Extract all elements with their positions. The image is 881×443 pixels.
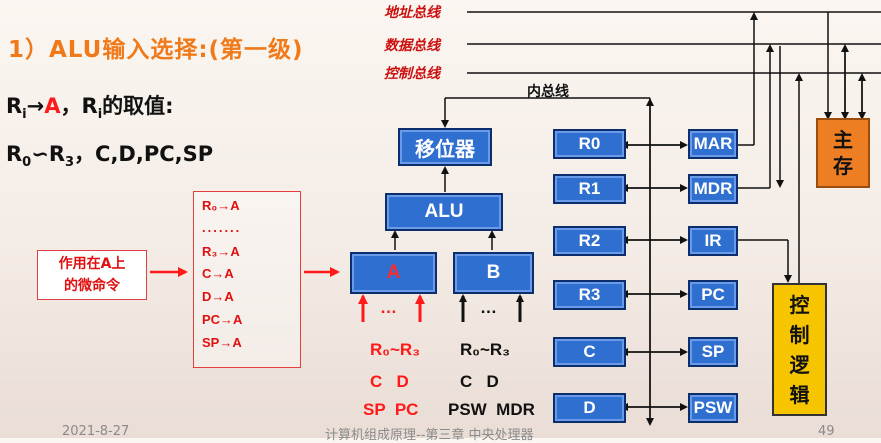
control-char-4: 辑	[789, 382, 810, 407]
slide-title: 1）ALU输入选择:(第一级)	[8, 37, 304, 63]
cmd-d-a: D→A	[202, 289, 234, 304]
ri-subscript: i	[22, 107, 27, 123]
cmd-c-a: C→A	[202, 266, 234, 281]
cmd-ellipsis: .......	[202, 220, 242, 235]
register-sp: SP	[688, 337, 738, 367]
action-line-1: 作用在A上	[58, 256, 126, 272]
ir-control-links	[738, 73, 803, 283]
register-ir: IR	[688, 226, 738, 256]
data-bus-label: 数据总线	[384, 38, 440, 54]
a-source-row3: SP PC	[363, 400, 419, 419]
b-input-arrows	[459, 294, 524, 322]
target-a: A	[44, 94, 61, 118]
cmd-pc-a: PC→A	[202, 312, 243, 327]
b-source-row3: PSW MDR	[448, 400, 535, 419]
arrow-glyph: →	[26, 94, 45, 118]
b-register: B	[453, 252, 534, 294]
register-r3: R3	[553, 280, 626, 310]
register-mdr: MDR	[688, 174, 738, 204]
a-register: A	[350, 252, 437, 294]
memory-char-1: 主	[833, 128, 853, 152]
register-r1: R1	[553, 174, 626, 204]
register-mar: MAR	[688, 129, 738, 159]
r3-symbol: R	[48, 142, 65, 166]
main-memory: 主 存	[816, 118, 870, 188]
mdr-links	[738, 44, 784, 189]
control-char-1: 控	[789, 292, 810, 317]
ri-symbol-2: ，R	[60, 94, 98, 118]
register-bus-links	[620, 141, 688, 411]
register-psw: PSW	[688, 393, 738, 423]
control-char-3: 逻	[789, 352, 810, 377]
footer-date: 2021-8-27	[62, 424, 130, 439]
a-source-row2: C D	[370, 372, 409, 391]
r0-subscript: 0	[22, 155, 32, 171]
range-glyph: ∽	[31, 142, 49, 166]
ri-value-text: 的取值:	[102, 94, 174, 118]
internal-bus-label: 内总线	[527, 84, 569, 100]
cmd-r0-a: R₀→A	[202, 198, 240, 213]
select-source-line: Ri→A，Ri的取值:	[6, 90, 174, 122]
ri-symbol: R	[6, 94, 23, 118]
b-source-row2: C D	[460, 372, 499, 391]
register-c: C	[553, 337, 626, 367]
footer-page: 49	[818, 424, 835, 439]
alu-datapath	[391, 166, 496, 250]
register-r0: R0	[553, 129, 626, 159]
register-pc: PC	[688, 280, 738, 310]
cmd-sp-a: SP→A	[202, 335, 242, 350]
memory-char-2: 存	[833, 154, 853, 178]
alu-unit: ALU	[385, 193, 503, 231]
control-logic: 控 制 逻 辑	[772, 283, 827, 416]
cmd-r3-a: R₃→A	[202, 244, 240, 259]
micro-command-list: R₀→A ....... R₃→A C→A D→A PC→A SP→A	[193, 191, 301, 368]
ri-subscript-2: i	[97, 107, 103, 123]
b-source-dots: …	[480, 298, 497, 317]
control-char-2: 制	[789, 322, 810, 347]
control-bus-label: 控制总线	[384, 66, 440, 82]
action-on-a-box: 作用在A上 的微命令	[37, 250, 147, 300]
register-r2: R2	[553, 226, 626, 256]
register-d: D	[553, 393, 626, 423]
action-line-2: 的微命令	[64, 278, 120, 294]
b-source-row1: R₀~R₃	[460, 340, 511, 359]
other-sources: ，C,D,PC,SP	[74, 142, 214, 166]
footer-course: 计算机组成原理--第三章 中央处理器	[325, 428, 534, 443]
mar-links	[738, 12, 758, 146]
r0-symbol: R	[6, 142, 23, 166]
memory-bus-links	[824, 12, 866, 120]
source-range-line: R0∽R3，C,D,PC,SP	[6, 138, 213, 170]
a-source-row1: R₀~R₃	[370, 340, 421, 359]
address-bus-label: 地址总线	[384, 5, 440, 21]
shifter-unit: 移位器	[398, 128, 492, 166]
a-source-dots: …	[380, 298, 397, 317]
a-input-arrows	[358, 294, 425, 322]
internal-bus	[441, 97, 654, 426]
r3-subscript: 3	[65, 155, 75, 171]
